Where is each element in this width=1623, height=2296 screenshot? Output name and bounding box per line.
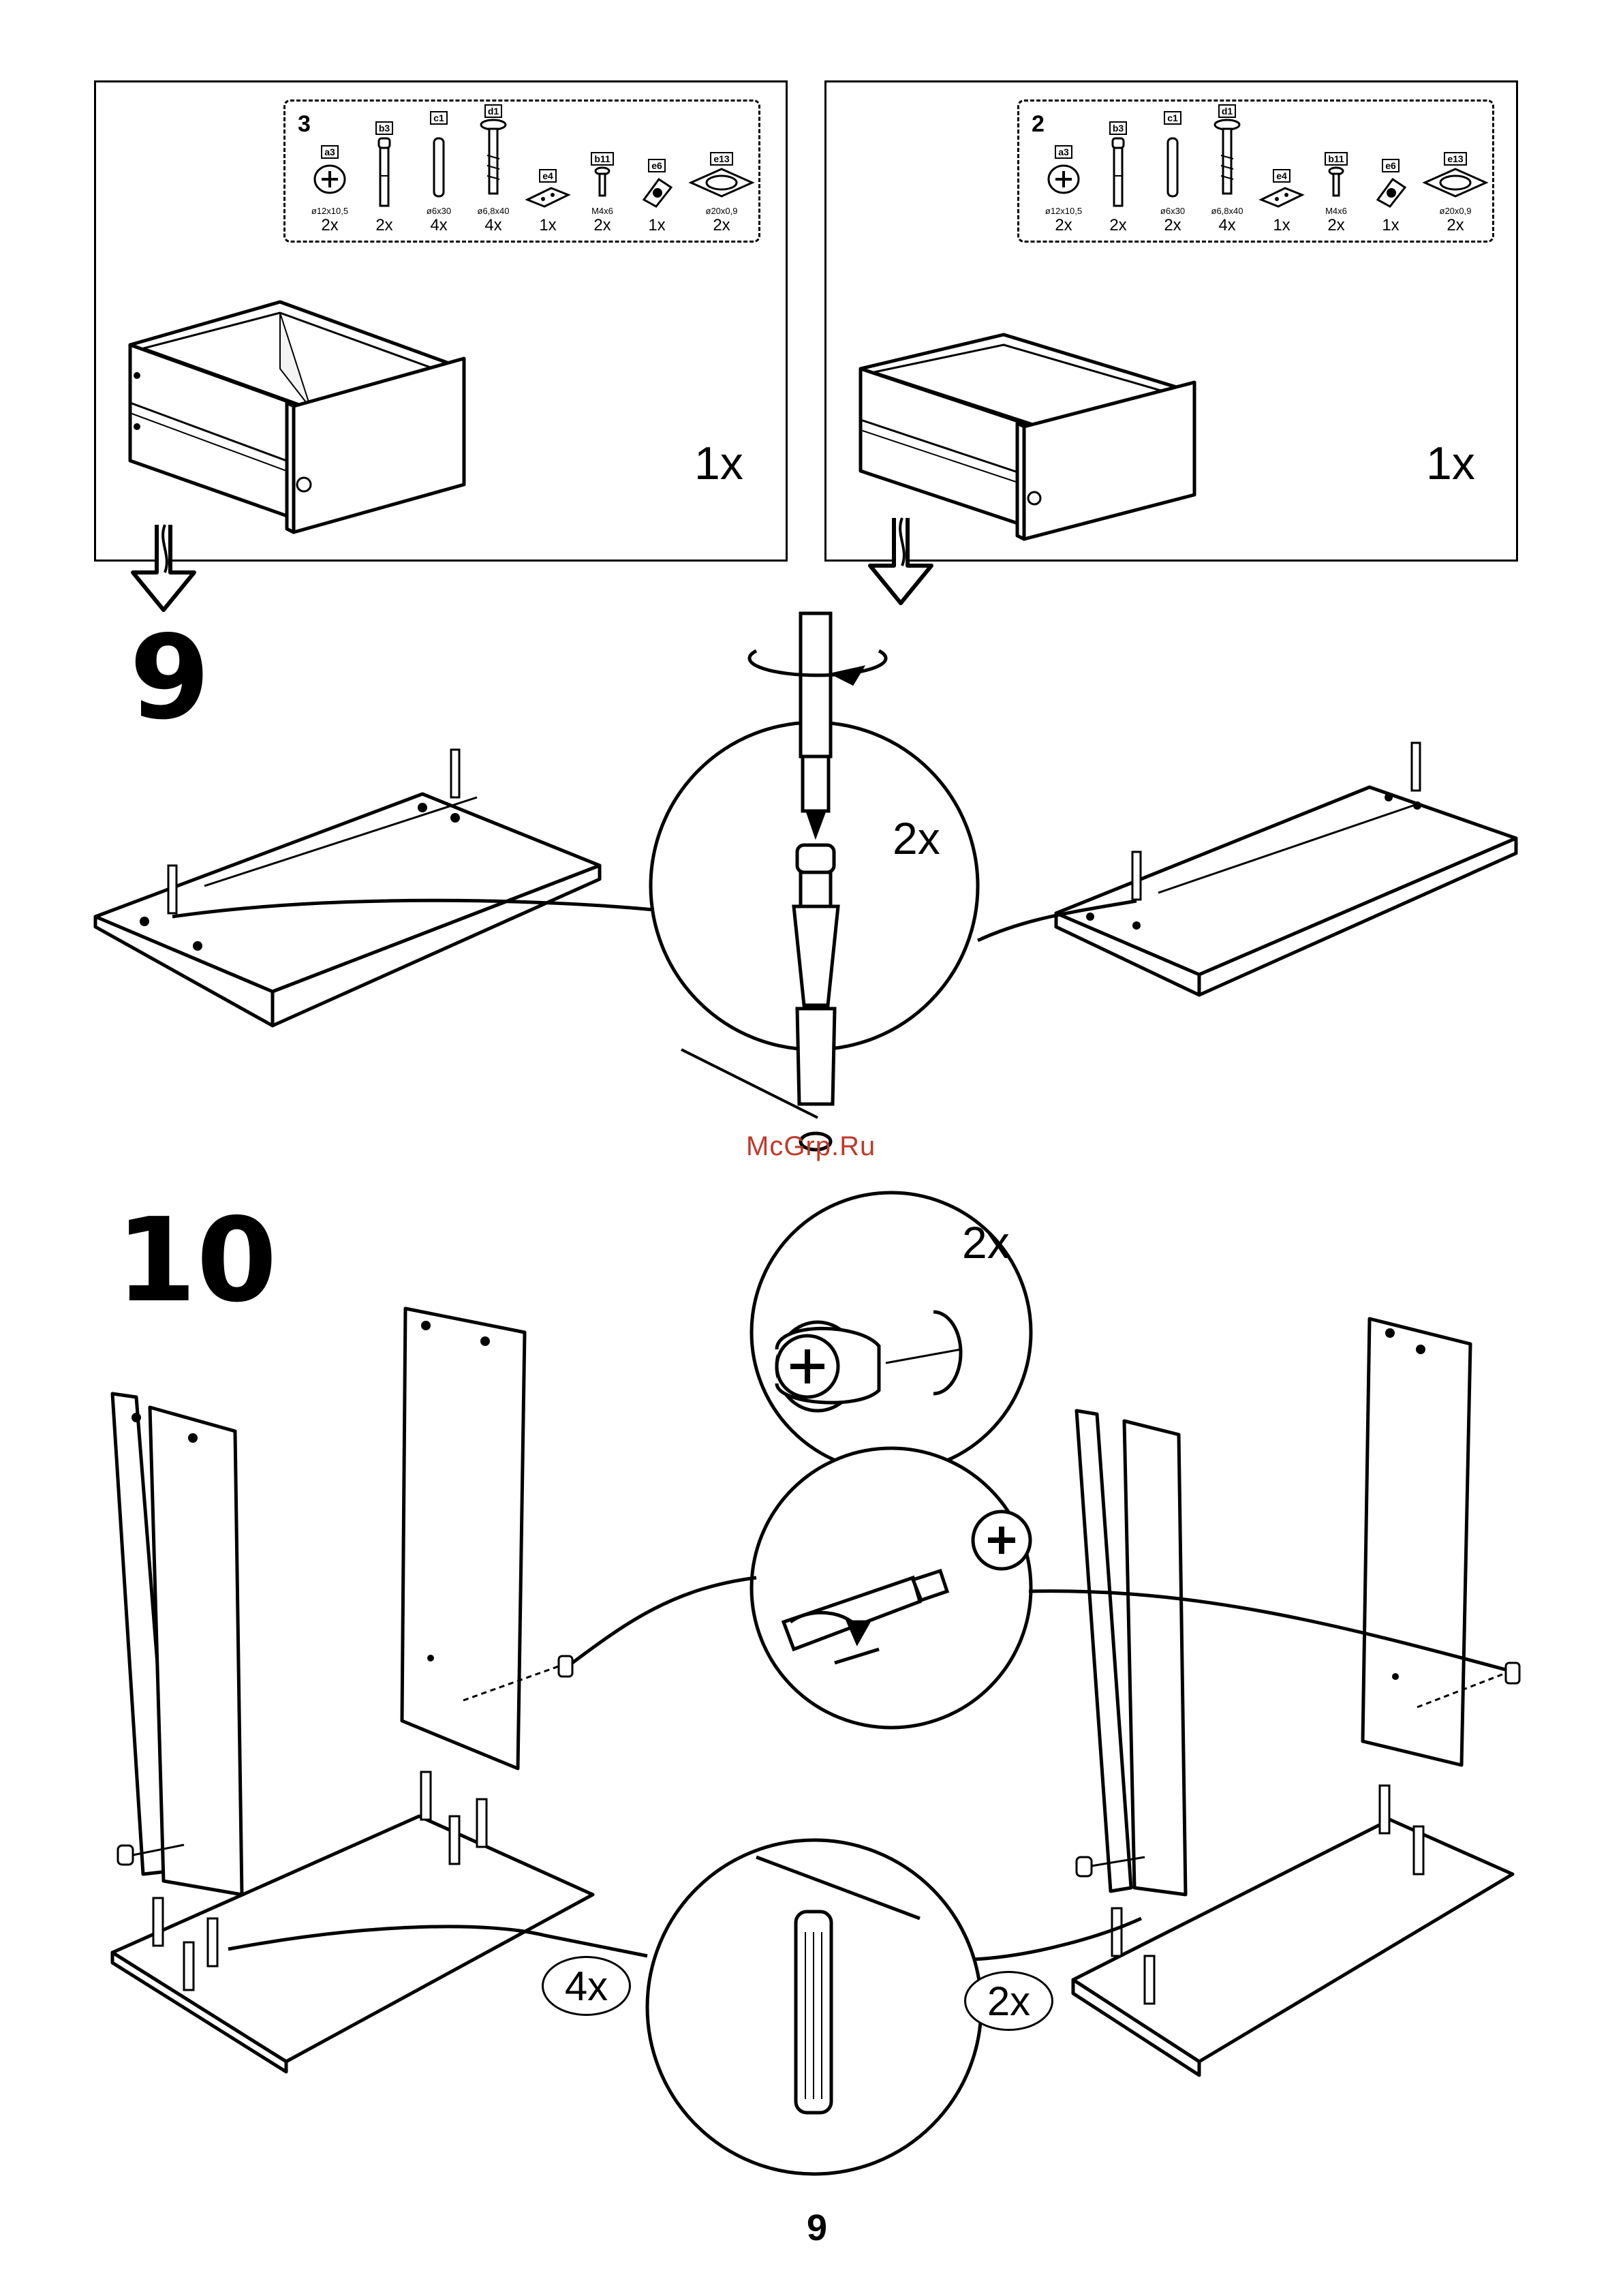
part-spec: ø12x10,5 [1036,206,1091,216]
part-tag: b11 [1325,152,1347,166]
part-quantity: 1x [1363,216,1418,235]
cam-lock-icon [303,159,357,203]
washer-pad-icon [1418,166,1493,203]
connector-plate-icon [1254,183,1309,213]
part-e6: e6 1x [1363,159,1418,235]
screw-icon [466,118,521,203]
bracket-icon [1363,172,1418,213]
part-quantity: 2x [357,216,412,235]
part-tag: e13 [710,152,732,166]
part-tag: b11 [591,152,613,166]
part-quantity: 2x [1309,216,1363,235]
page-number: 9 [807,2207,827,2249]
parts-card-number: 2 [1032,111,1045,138]
cam-lock-icon [1036,159,1091,203]
drawer-quantity-left: 1x [694,437,743,490]
part-tag: e6 [1382,159,1400,172]
drawer-illustration-right [854,328,1222,546]
part-quantity: 1x [1254,216,1309,235]
part-quantity: 4x [412,216,466,235]
small-screw-icon [575,166,630,203]
step9-callout-quantity: 2x [893,812,940,864]
part-b3: b3 2x [1091,121,1145,235]
drawer-quantity-right: 1x [1426,437,1475,490]
washer-pad-icon [684,166,759,203]
dowel-icon [412,125,466,203]
part-spec: ø6,8x40 [1200,206,1254,216]
cam-bolt-icon [1091,135,1145,213]
part-quantity: 2x [1418,216,1493,235]
part-tag: c1 [430,111,448,125]
part-quantity: 2x [303,216,357,235]
part-quantity: 2x [684,216,759,235]
part-tag: a3 [321,145,339,159]
dowel-icon [1145,125,1200,203]
part-spec: ø20x0,9 [1418,206,1493,216]
connector-plate-icon [521,183,575,213]
part-quantity: 2x [1145,216,1200,235]
part-spec: ø12x10,5 [303,206,357,216]
down-arrow-icon [860,518,942,607]
part-quantity: 1x [521,216,575,235]
part-tag: a3 [1055,145,1072,159]
part-spec: ø20x0,9 [684,206,759,216]
drawer-illustration-left [123,294,491,539]
part-quantity: 4x [1200,216,1254,235]
part-tag: d1 [484,104,502,118]
part-tag: e6 [648,159,666,172]
part-tag: c1 [1164,111,1181,125]
part-quantity: 4x [466,216,521,235]
part-spec: M4x6 [1309,206,1363,216]
part-e4: e4 1x [1254,169,1309,235]
dowel-quantity-oval-left: 4x [542,1956,631,2016]
part-tag: b3 [375,121,393,135]
part-tag: e4 [539,169,557,183]
watermark-text: McGrp.Ru [746,1131,876,1162]
step10-illustration [0,1186,1623,2113]
screw-icon [1200,118,1254,203]
small-screw-icon [1309,166,1363,203]
part-spec: ø6x30 [1145,206,1200,216]
parts-card-number: 3 [298,111,311,138]
dowel-quantity-left: 4x [565,1963,608,2010]
step9-illustration [0,600,1623,1159]
part-b3: b3 2x [357,121,412,235]
part-quantity: 1x [630,216,684,235]
part-quantity: 2x [1091,216,1145,235]
part-quantity: 2x [575,216,630,235]
part-spec: M4x6 [575,206,630,216]
part-quantity: 2x [1036,216,1091,235]
part-tag: b3 [1109,121,1127,135]
dowel-quantity-right: 2x [987,1978,1030,2025]
part-tag: d1 [1218,104,1236,118]
part-tag: e13 [1444,152,1466,166]
part-e6: e6 1x [630,159,684,235]
part-spec: ø6,8x40 [466,206,521,216]
dowel-quantity-oval-right: 2x [964,1971,1053,2031]
part-spec: ø6x30 [412,206,466,216]
part-e4: e4 1x [521,169,575,235]
part-tag: e4 [1273,169,1290,183]
bracket-icon [630,172,684,213]
step10-cam-callout-quantity: 2x [962,1216,1010,1268]
cam-bolt-icon [357,135,412,213]
